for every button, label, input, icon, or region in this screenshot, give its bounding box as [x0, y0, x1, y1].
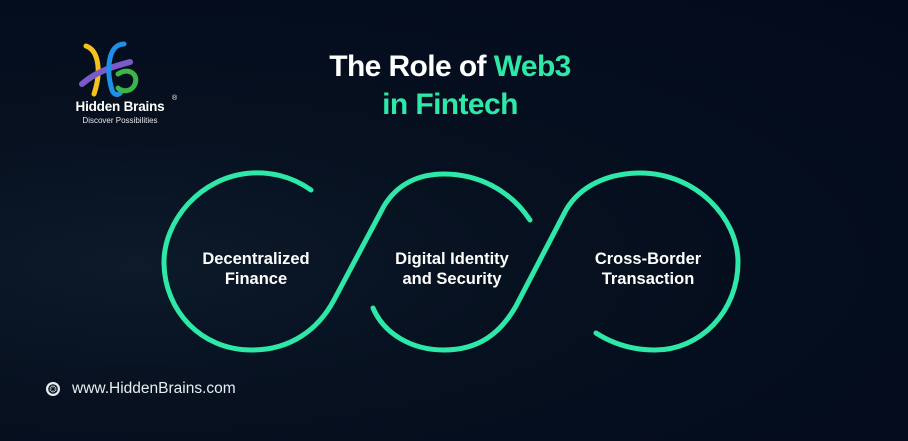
globe-icon — [46, 382, 60, 396]
item-cross-border: Cross-Border Transaction — [558, 249, 738, 289]
item-label-line1: Digital Identity — [395, 250, 509, 268]
item-decentralized-finance: Decentralized Finance — [166, 249, 346, 289]
item-label-line2: and Security — [402, 270, 502, 288]
item-label-line2: Transaction — [601, 270, 695, 288]
hb-ribbon-logo-icon — [79, 41, 139, 97]
registered-mark: ® — [172, 95, 178, 102]
brand-name: Hidden Brains — [75, 99, 165, 114]
title-line-2: in Fintech — [382, 88, 518, 121]
page-title: The Role of Web3 in Fintech — [260, 48, 640, 124]
item-label-line1: Decentralized — [202, 250, 310, 268]
website-url-link[interactable]: www.HiddenBrains.com — [72, 380, 236, 397]
loop-curve-left-middle — [161, 170, 533, 353]
item-label-line1: Cross-Border — [594, 250, 702, 268]
item-label-line2: Finance — [224, 270, 288, 288]
footer-website[interactable]: www.HiddenBrains.com — [46, 380, 236, 398]
title-white-part: The Role of — [329, 50, 494, 83]
title-green-part: Web3 — [493, 50, 572, 83]
loop-curve-middle-right — [370, 170, 741, 353]
brand-logo: Hidden Brains ® Discover Possibilities — [50, 40, 180, 130]
item-digital-identity: Digital Identity and Security — [362, 249, 542, 289]
brand-tagline: Discover Possibilities — [82, 116, 158, 125]
